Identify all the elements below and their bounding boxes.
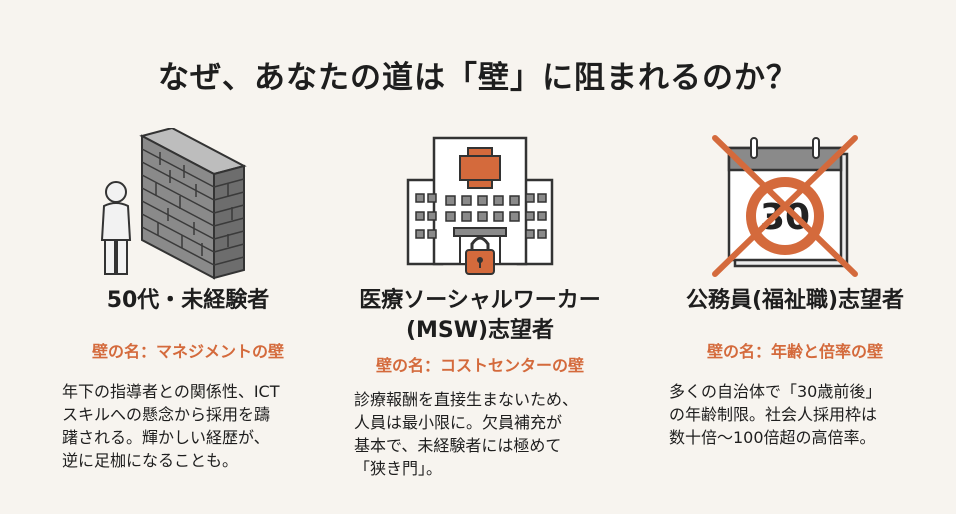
column-description: 診療報酬を直接生まないため、 人員は最小限に。欠員補充が 基本で、未経験者には極… (354, 390, 579, 478)
column-description: 年下の指導者との関係性、ICT スキルへの懸念から採用を躊 躇される。輝かしい経… (62, 382, 280, 470)
person-facing-brick-wall-icon (38, 128, 338, 286)
column-heading: 公務員(福祉職)志望者 (685, 288, 905, 313)
column-heading: 50代・未経験者 (106, 288, 270, 313)
column-public-servant: 30 公務員(福祉職)志望者 壁の名：年齢と倍率の壁 多くの自治体で「30歳前後… (645, 128, 945, 449)
column-50s-inexperienced: 50代・未経験者 壁の名：マネジメントの壁 年下の指導者との関係性、ICT スキ… (38, 128, 338, 472)
page-title: なぜ、あなたの道は「壁」に阻まれるのか？ (158, 60, 798, 96)
wall-name: 壁の名：マネジメントの壁 (91, 342, 284, 361)
crossed-out-calendar-age-icon: 30 (645, 128, 945, 286)
column-description: 多くの自治体で「30歳前後」 の年齢制限。社会人採用枠は 数十倍〜100倍超の高… (669, 382, 882, 447)
wall-name: 壁の名：年齢と倍率の壁 (706, 342, 883, 361)
wall-name: 壁の名：コストセンターの壁 (375, 356, 584, 375)
locked-hospital-icon (330, 128, 630, 286)
column-msw-aspirant: 医療ソーシャルワーカー (MSW)志望者 壁の名：コストセンターの壁 診療報酬を… (330, 128, 630, 480)
column-heading: 医療ソーシャルワーカー (MSW)志望者 (359, 288, 601, 343)
